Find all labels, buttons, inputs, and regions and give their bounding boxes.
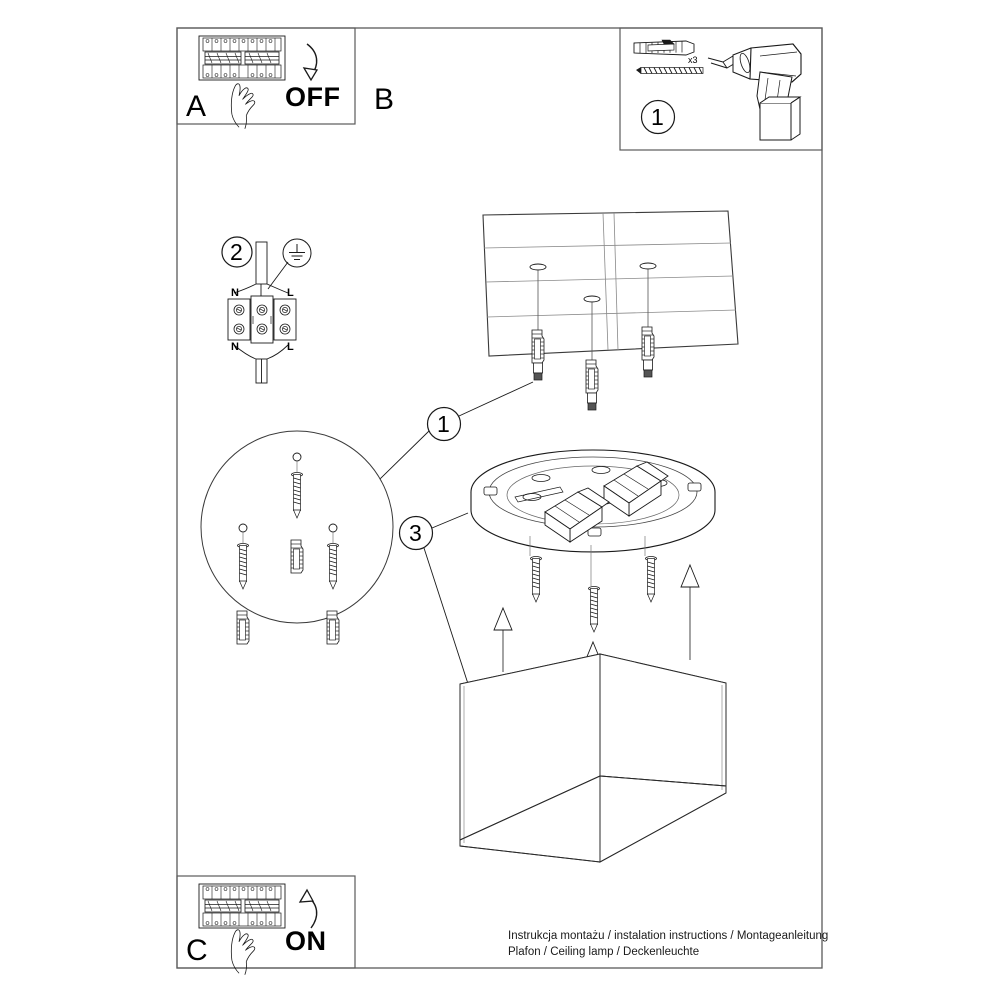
callout-3 — [398, 512, 471, 691]
ceiling-anchor-2 — [583, 295, 601, 411]
tools-step-number: 1 — [651, 104, 664, 130]
round-mounting-plate-icon — [470, 449, 716, 553]
lamp-cable-bottom — [233, 344, 289, 384]
wall-plug-anchor-icon — [633, 39, 695, 56]
power-drill-icon — [707, 43, 802, 141]
panel-letter-c: C — [186, 934, 208, 967]
terminal-label-n-top: N — [231, 287, 239, 299]
assembly-arrows — [493, 536, 700, 690]
ceiling-anchor-1 — [529, 263, 547, 381]
fuse-box-breaker-panel-icon-on — [198, 883, 286, 929]
wiring-step-number: 2 — [230, 239, 243, 265]
hand-pointing-icon — [230, 83, 256, 130]
curved-arrow-down-icon — [302, 43, 319, 82]
supply-cable-top — [233, 241, 289, 296]
terminal-label-l-bottom: L — [287, 341, 294, 353]
magnified-detail-circle — [200, 430, 394, 645]
wiring-diagram — [221, 236, 312, 384]
detail-screw-left — [236, 523, 250, 645]
plate-brackets — [514, 486, 564, 503]
callout-number-1: 1 — [437, 411, 450, 437]
screw-icon — [635, 66, 704, 75]
wall-plug-quantity-label: x3 — [688, 55, 698, 65]
panel-power-off — [176, 27, 356, 130]
lamp-socket-1 — [603, 461, 669, 517]
lamp-socket-2 — [544, 487, 610, 543]
hexagonal-lamp-shade-icon — [459, 653, 727, 863]
terminal-label-n-bottom: N — [231, 341, 239, 353]
ceiling-anchor-3 — [639, 262, 657, 378]
power-off-label: OFF — [285, 82, 341, 112]
terminal-label-l-top: L — [287, 287, 294, 299]
detail-screw-center — [290, 452, 304, 574]
panel-power-on — [176, 875, 356, 976]
callout-number-3: 3 — [409, 520, 422, 546]
assembly-screws-up — [493, 536, 700, 690]
earth-ground-symbol — [267, 238, 312, 290]
instruction-title-caption: Instrukcja montażu / instalation instruc… — [508, 930, 829, 942]
product-title-caption: Plafon / Ceiling lamp / Deckenleuchte — [508, 946, 700, 958]
curved-arrow-up-icon — [298, 888, 318, 929]
panel-tools — [619, 27, 823, 151]
plate-edge-clips — [483, 482, 702, 537]
terminal-block-icon — [227, 295, 297, 344]
step-number-1-badge — [640, 99, 676, 135]
panel-letter-a: A — [186, 90, 207, 123]
step-number-2-badge — [221, 236, 253, 268]
ceiling-surface-icon — [482, 210, 739, 411]
power-on-label: ON — [285, 926, 327, 956]
fuse-box-breaker-panel-icon — [198, 35, 286, 81]
detail-screw-right — [326, 523, 340, 645]
panel-letter-b: B — [374, 83, 395, 116]
sheet-border — [176, 27, 823, 969]
